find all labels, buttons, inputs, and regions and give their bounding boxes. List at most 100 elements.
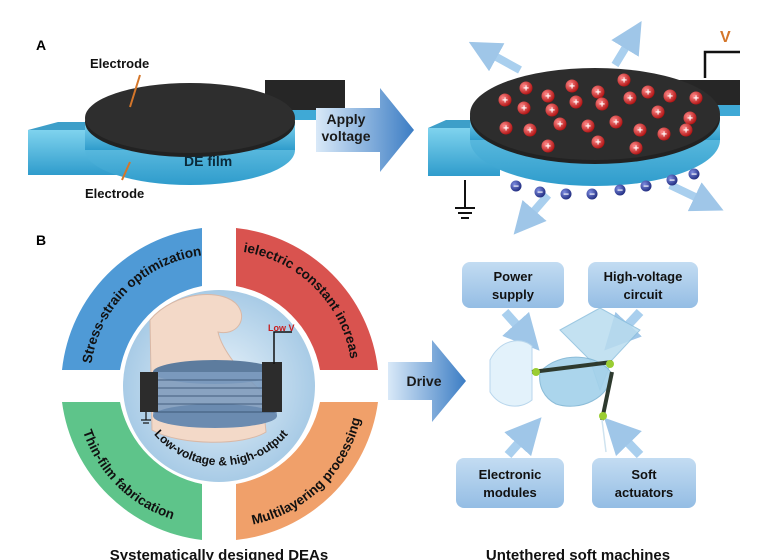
box-electronic-modules: Electronic modules <box>456 458 564 508</box>
low-voltage-wire-icon <box>273 331 292 364</box>
power-supply-label-1: Power <box>493 269 532 284</box>
negative-charge: − <box>614 184 626 197</box>
svg-text:+: + <box>545 92 551 103</box>
right-caption: Untethered soft machines <box>486 547 670 560</box>
svg-text:+: + <box>595 88 601 99</box>
box-high-voltage-circuit: High-voltage circuit <box>588 262 698 308</box>
expansion-arrows <box>468 21 724 235</box>
top-electrode-label: Electrode <box>90 56 149 71</box>
voltage-wire-icon <box>703 50 740 78</box>
positive-charge: + <box>663 89 677 103</box>
svg-text:+: + <box>527 126 533 137</box>
soft-actuators-label-1: Soft <box>631 467 657 482</box>
positive-charge: + <box>595 97 609 111</box>
positive-charge: + <box>565 79 579 93</box>
svg-text:+: + <box>557 120 563 131</box>
positive-charge: + <box>581 119 595 133</box>
svg-text:+: + <box>599 100 605 111</box>
center-voltage-label: Low V <box>268 323 295 333</box>
dea-device-left <box>28 74 345 185</box>
positive-charge: + <box>623 91 637 105</box>
quadrant-multilayer <box>236 402 378 540</box>
svg-text:+: + <box>503 124 509 135</box>
positive-charge: + <box>517 101 531 115</box>
drive-label: Drive <box>406 373 441 389</box>
svg-text:+: + <box>655 108 661 119</box>
svg-text:−: − <box>669 176 675 187</box>
negative-charge: − <box>510 180 522 193</box>
panel-b-letter: B <box>36 232 46 248</box>
hv-circuit-label-1: High-voltage <box>604 269 683 284</box>
left-caption: Systematically designed DEAs <box>110 547 328 560</box>
positive-charge: + <box>498 93 512 107</box>
box-soft-actuators: Soft actuators <box>592 458 696 508</box>
svg-text:+: + <box>521 104 527 115</box>
svg-text:+: + <box>502 96 508 107</box>
positive-charge: + <box>541 89 555 103</box>
negative-charge: − <box>688 168 700 181</box>
svg-text:−: − <box>617 186 623 197</box>
apply-voltage-label-2: voltage <box>321 128 370 144</box>
negative-charge: − <box>666 174 678 187</box>
positive-charge: + <box>683 111 697 125</box>
positive-charge: + <box>545 103 559 117</box>
svg-text:+: + <box>523 84 529 95</box>
quadrant-dielectric <box>236 228 378 370</box>
arm-illustration <box>140 294 282 443</box>
negative-charge: − <box>560 188 572 201</box>
panel-a-letter: A <box>36 37 46 53</box>
power-supply-label-2: supply <box>492 287 535 302</box>
positive-charge: + <box>689 91 703 105</box>
positive-charge: + <box>541 139 555 153</box>
svg-text:+: + <box>549 106 555 117</box>
svg-text:+: + <box>661 130 667 141</box>
positive-charge: + <box>629 141 643 155</box>
positive-charge: + <box>553 117 567 131</box>
negative-charge: − <box>534 186 546 199</box>
svg-text:−: − <box>513 182 519 193</box>
svg-text:+: + <box>585 122 591 133</box>
soft-robot-illustration <box>489 307 641 453</box>
positive-charge: + <box>651 105 665 119</box>
positive-charge: + <box>641 85 655 99</box>
positive-charge: + <box>617 73 631 87</box>
ground-icon <box>455 180 475 219</box>
apply-voltage-arrow <box>316 88 414 172</box>
center-ground-icon <box>141 412 151 424</box>
svg-text:−: − <box>589 190 595 201</box>
quadrant-stress-strain <box>62 228 202 370</box>
positive-charge: + <box>499 121 513 135</box>
svg-text:+: + <box>687 114 693 125</box>
hv-circuit-label-2: circuit <box>623 287 663 302</box>
soft-actuators-label-2: actuators <box>615 485 674 500</box>
svg-text:−: − <box>691 170 697 181</box>
svg-text:+: + <box>545 142 551 153</box>
svg-text:+: + <box>683 126 689 137</box>
negative-charge: − <box>640 180 652 193</box>
positive-charge: + <box>633 123 647 137</box>
electronic-modules-label-2: modules <box>483 485 536 500</box>
apply-voltage-label-1: Apply <box>327 111 366 127</box>
voltage-symbol: V <box>720 29 731 46</box>
electronic-modules-label-1: Electronic <box>479 467 542 482</box>
svg-text:+: + <box>613 118 619 129</box>
svg-text:+: + <box>595 138 601 149</box>
positive-charge: + <box>591 135 605 149</box>
svg-text:+: + <box>693 94 699 105</box>
box-power-supply: Power supply <box>462 262 564 308</box>
svg-text:+: + <box>621 76 627 87</box>
positive-charge: + <box>523 123 537 137</box>
svg-text:+: + <box>573 98 579 109</box>
svg-text:−: − <box>643 182 649 193</box>
svg-text:−: − <box>563 190 569 201</box>
svg-text:+: + <box>627 94 633 105</box>
positive-charge: + <box>609 115 623 129</box>
svg-text:+: + <box>645 88 651 99</box>
quadrant-ring <box>62 228 378 540</box>
positive-charges: +++++++++++++++++++++++++++ <box>498 73 703 155</box>
positive-charge: + <box>569 95 583 109</box>
drive-arrow <box>388 340 466 422</box>
bottom-electrode-label: Electrode <box>85 186 144 201</box>
svg-text:+: + <box>667 92 673 103</box>
